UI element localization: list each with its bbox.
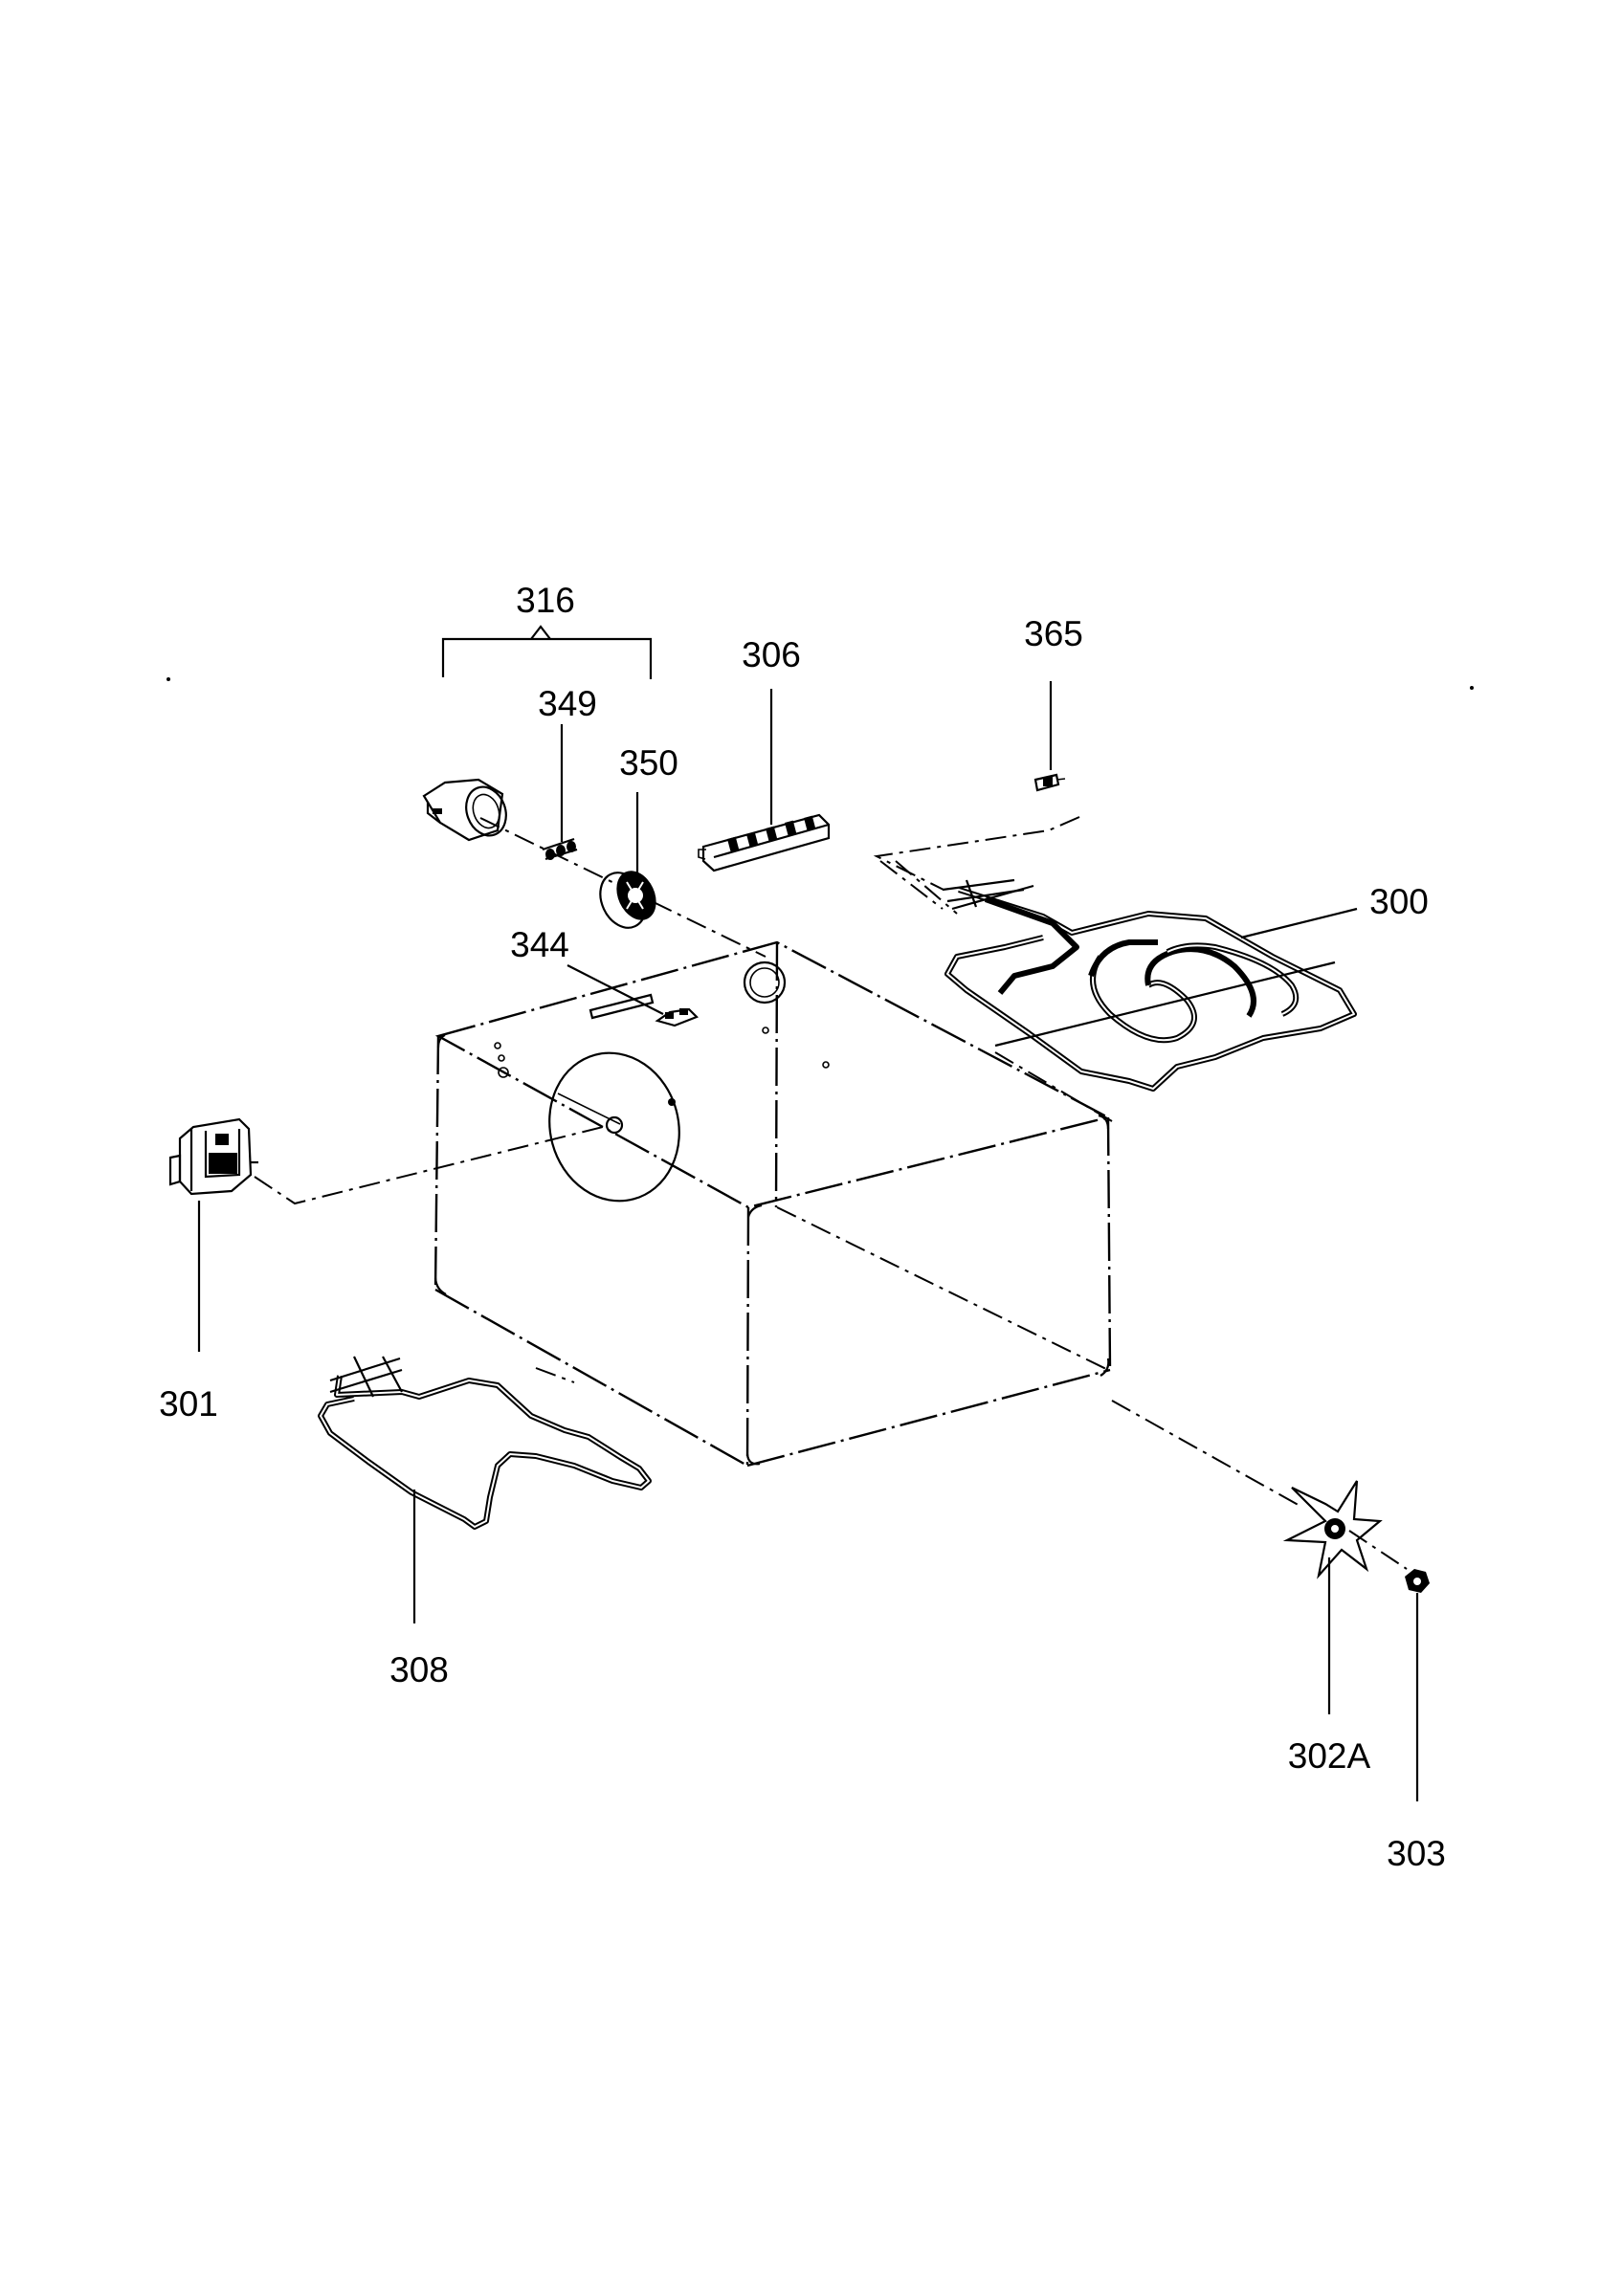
nut-303 [1405,1569,1430,1593]
label-306: 306 [742,635,801,674]
lamp-holder [422,778,507,842]
label-303: 303 [1387,1834,1446,1873]
label-350: 350 [619,743,678,783]
fan-blade-302A [1282,1480,1383,1579]
assembly-leader-lines [254,816,1408,1570]
label-349: 349 [538,684,597,723]
label-302A: 302A [1288,1736,1371,1776]
label-308: 308 [389,1650,449,1689]
lamp-bulb-349 [542,837,578,861]
lower-element-308 [318,1356,652,1530]
fan-motor-301 [168,1117,258,1196]
label-leader-lines [197,681,1419,1801]
label-300: 300 [1369,882,1429,921]
bracket-316 [441,625,653,679]
terminal-block-306 [698,813,831,872]
label-316: 316 [516,581,575,620]
label-365: 365 [1024,614,1083,653]
sensor-365 [1033,773,1066,792]
grill-element-300 [942,878,1357,1092]
part-number-labels: 316 349 350 306 365 300 344 301 308 302A… [159,581,1446,1873]
label-301: 301 [159,1384,218,1424]
oven-cavity-box [433,940,1112,1468]
label-344: 344 [510,925,569,964]
bracket-344 [655,1007,699,1027]
lamp-cover-350 [599,871,656,929]
